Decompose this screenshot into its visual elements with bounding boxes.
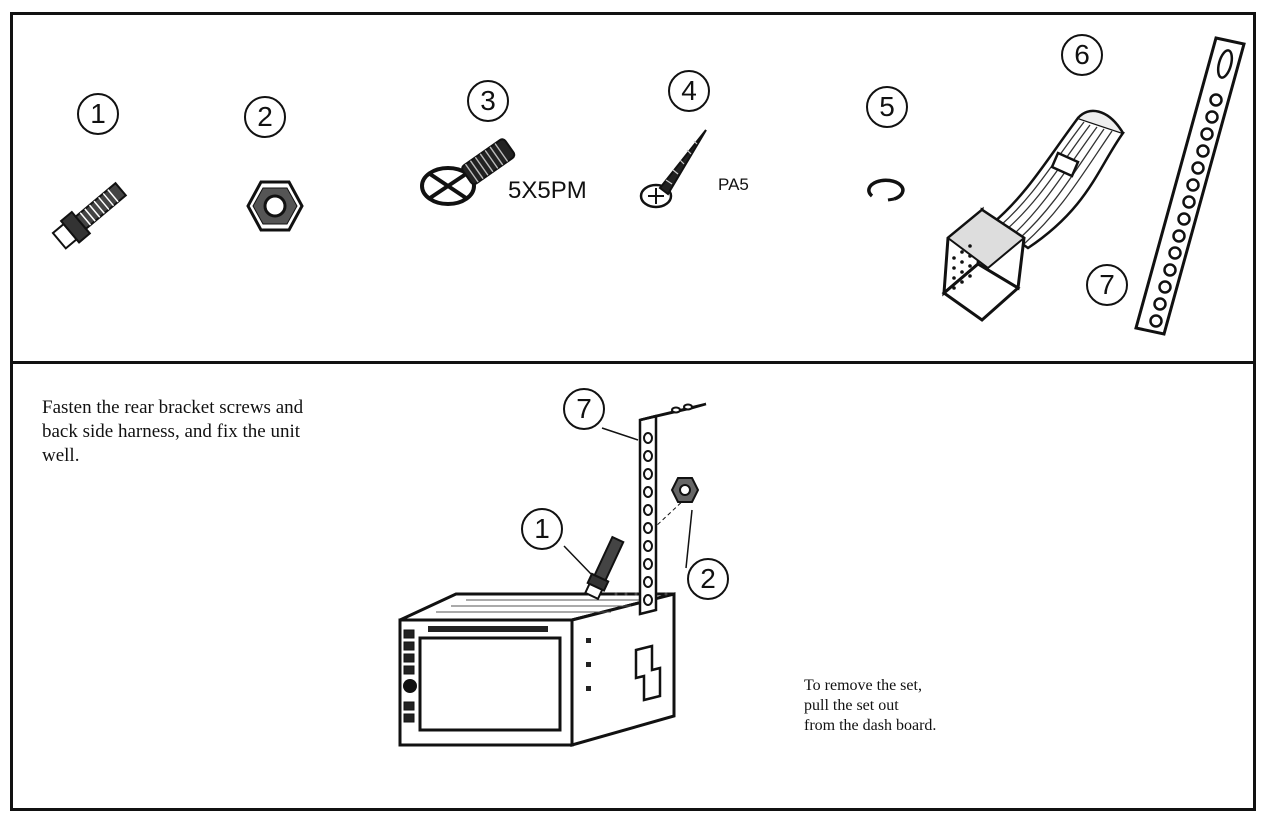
fasten-line-3: well. [42, 445, 80, 466]
machine-screw-icon [420, 138, 516, 206]
part-3-spec: 5X5PM [508, 177, 587, 204]
assembly-illustration [398, 402, 707, 747]
part-5-number: 5 [866, 86, 908, 128]
callout-7: 7 [563, 388, 605, 430]
part-7-number: 7 [1086, 264, 1128, 306]
part-6-number: 6 [1061, 34, 1103, 76]
part-4-spec: PA5 [718, 175, 749, 194]
bolt-icon [51, 181, 128, 250]
split-ring-icon [867, 178, 905, 202]
disc-slot [428, 626, 548, 632]
part-1-number: 1 [77, 93, 119, 135]
callout-2: 2 [687, 558, 729, 600]
part-4-number: 4 [668, 70, 710, 112]
volume-knob-icon [403, 679, 417, 693]
wiring-harness-icon [941, 109, 1126, 322]
remove-instructions: To remove the set, pull the set out from… [804, 676, 936, 736]
remove-line-2: pull the set out [804, 697, 899, 714]
diagram-frame [10, 12, 1256, 811]
perforated-strap-icon [1134, 36, 1246, 336]
remove-line-1: To remove the set, [804, 677, 922, 694]
bolt-assembly-icon [583, 535, 625, 601]
part-3-number: 3 [467, 80, 509, 122]
fasten-line-1: Fasten the rear bracket screws and [42, 397, 304, 418]
strap-holes [1149, 49, 1234, 328]
fasten-line-2: back side harness, and fix the unit [42, 421, 301, 442]
hex-nut-icon [246, 180, 304, 232]
screen-icon [418, 636, 562, 732]
callout-1: 1 [521, 508, 563, 550]
fasten-instructions: Fasten the rear bracket screws and back … [42, 396, 303, 468]
tapping-screw-icon [639, 129, 707, 209]
remove-line-3: from the dash board. [804, 717, 937, 734]
part-2-number: 2 [244, 96, 286, 138]
section-divider [10, 361, 1256, 364]
